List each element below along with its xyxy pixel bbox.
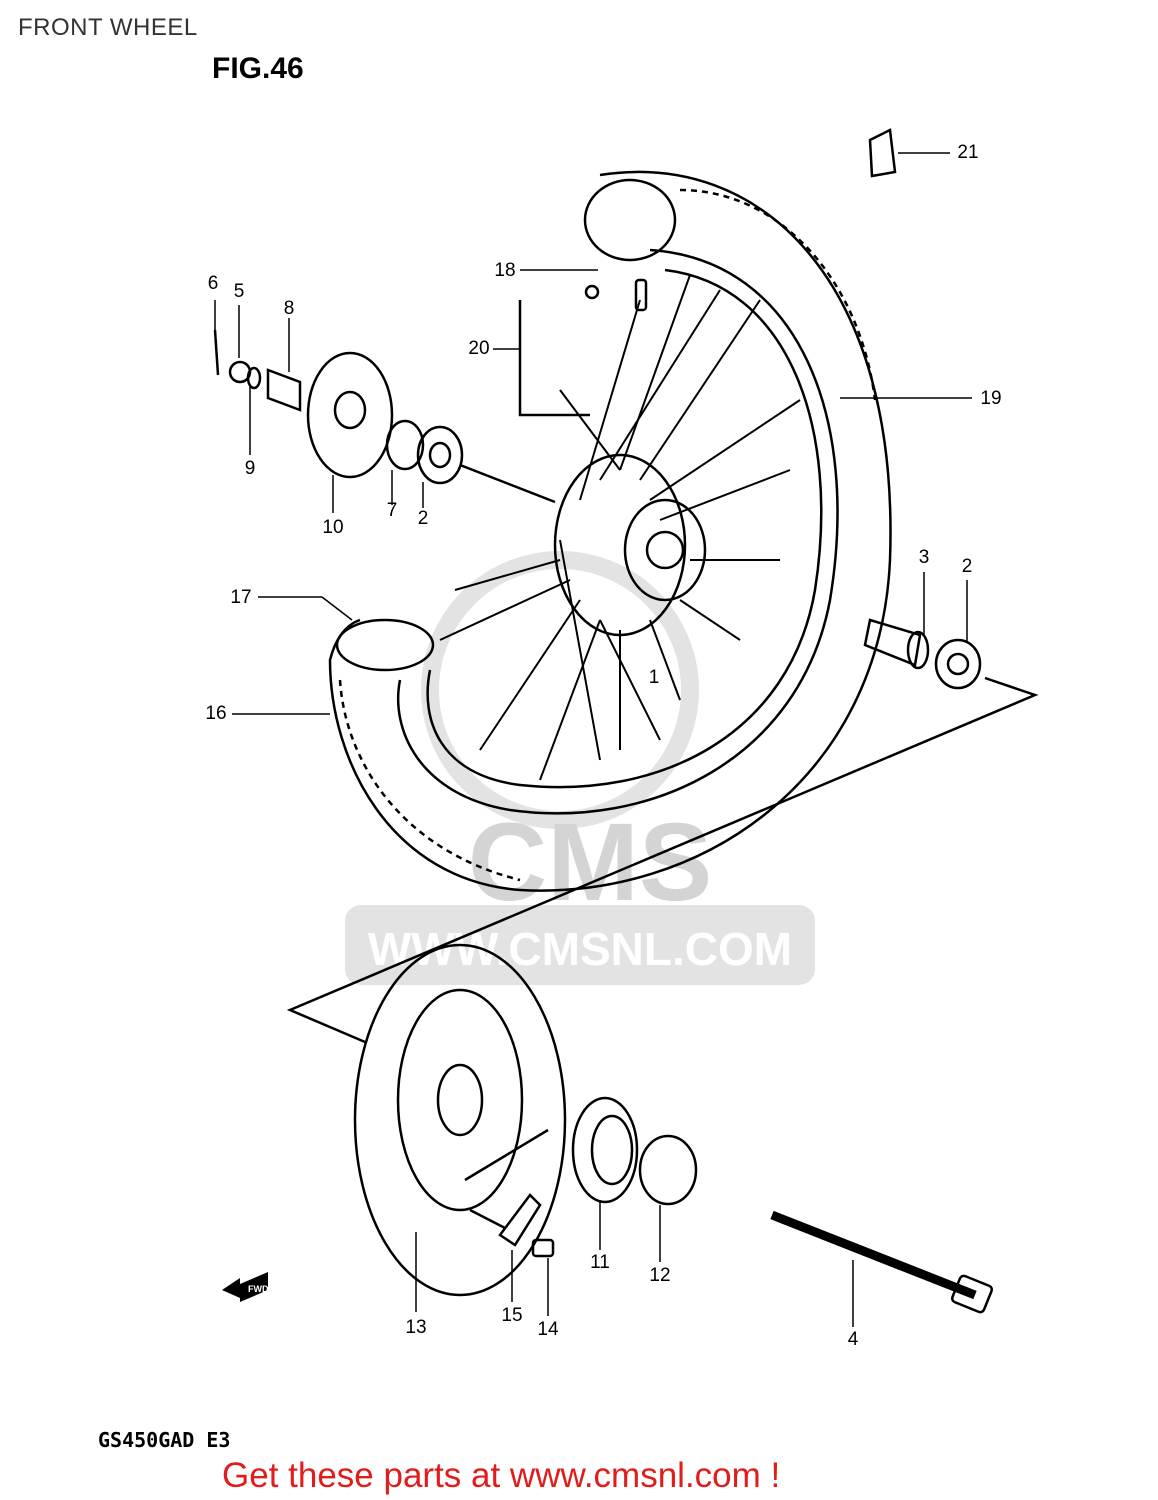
- callout-part-8: 8: [283, 298, 295, 319]
- callout-part-12: 12: [649, 1265, 671, 1286]
- callout-part-1: 1: [648, 667, 660, 688]
- callout-part-3: 3: [918, 547, 930, 568]
- callout-part-13: 13: [405, 1317, 427, 1338]
- lock-washer: [498, 1193, 542, 1247]
- fwd-arrow: FWD: [222, 1272, 269, 1302]
- callout-part-7: 7: [386, 500, 398, 521]
- callout-part-15: 15: [501, 1305, 523, 1326]
- disc-bolt: [531, 1238, 555, 1258]
- page-title: FRONT WHEEL: [18, 14, 198, 41]
- fwd-label: FWD: [248, 1284, 269, 1294]
- callout-part-11: 11: [590, 1252, 610, 1273]
- figure-label: FIG.46: [212, 52, 304, 85]
- cta-link[interactable]: Get these parts at www.cmsnl.com !: [222, 1456, 781, 1495]
- callout-part-16: 16: [205, 703, 227, 724]
- callout-part-5: 5: [233, 281, 245, 302]
- callout-part-21: 21: [957, 142, 979, 163]
- callout-part-19: 19: [980, 388, 1002, 409]
- bearing-right: [934, 638, 982, 690]
- callout-part-17: 17: [230, 587, 252, 608]
- speedometer-gearbox: [638, 1134, 698, 1206]
- spacer: [266, 368, 302, 412]
- callout-part-6: 6: [207, 273, 219, 294]
- callout-part-9: 9: [244, 458, 256, 479]
- cotter-clip: [868, 128, 897, 178]
- callout-part-2-right: 2: [961, 556, 973, 577]
- callout-part-20: 20: [468, 338, 490, 359]
- callout-part-10: 10: [322, 517, 344, 538]
- bearing-left: [385, 419, 425, 471]
- spokes: [439, 274, 801, 781]
- brake-disc: [353, 943, 567, 1297]
- hub-center: [623, 498, 707, 602]
- gearbox-retainer: [571, 1096, 639, 1204]
- spacer-right: [863, 618, 922, 667]
- tire-section-bottom: [335, 618, 435, 672]
- callout-part-4: 4: [847, 1329, 859, 1350]
- axle: [770, 1210, 977, 1300]
- watermark-logo: CMS: [468, 801, 712, 924]
- callout-part-14: 14: [537, 1319, 559, 1340]
- callout-part-18: 18: [494, 260, 516, 281]
- model-code: GS450GAD E3: [98, 1428, 231, 1452]
- callout-part-2-left: 2: [417, 508, 429, 529]
- tire: [328, 170, 892, 892]
- tire-section-top: [583, 178, 677, 262]
- brake-panel: [306, 351, 394, 479]
